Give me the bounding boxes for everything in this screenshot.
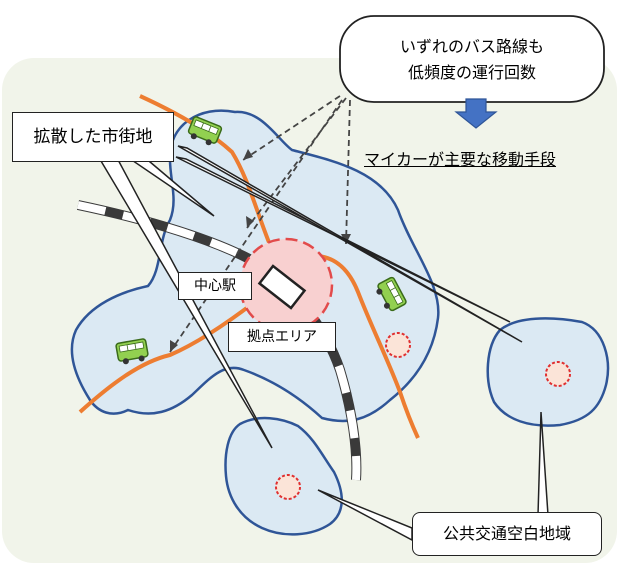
spread-city-label: 拡散した市街地 [12,112,174,162]
station-icon [257,264,307,310]
bus-frequency-line2: 低頻度の運行回数 [407,63,536,82]
bus-route-west [78,288,272,414]
callout-pointers [96,145,523,449]
settlement-dot-icon [385,332,411,358]
bus-frequency-line1: いずれのバス路線も [399,37,544,56]
car-main-label: マイカーが主要な移動手段 [364,150,557,169]
central-station-label: 中心駅 [178,272,252,300]
settlement-dot-icon [545,361,571,387]
transit-blank-label: 公共交通空白地域 [412,512,602,556]
bus-route-east [289,253,420,439]
hub-area-label: 拠点エリア [228,322,336,352]
down-arrow-icon [454,98,498,129]
settlement-dot-icon [275,474,301,500]
